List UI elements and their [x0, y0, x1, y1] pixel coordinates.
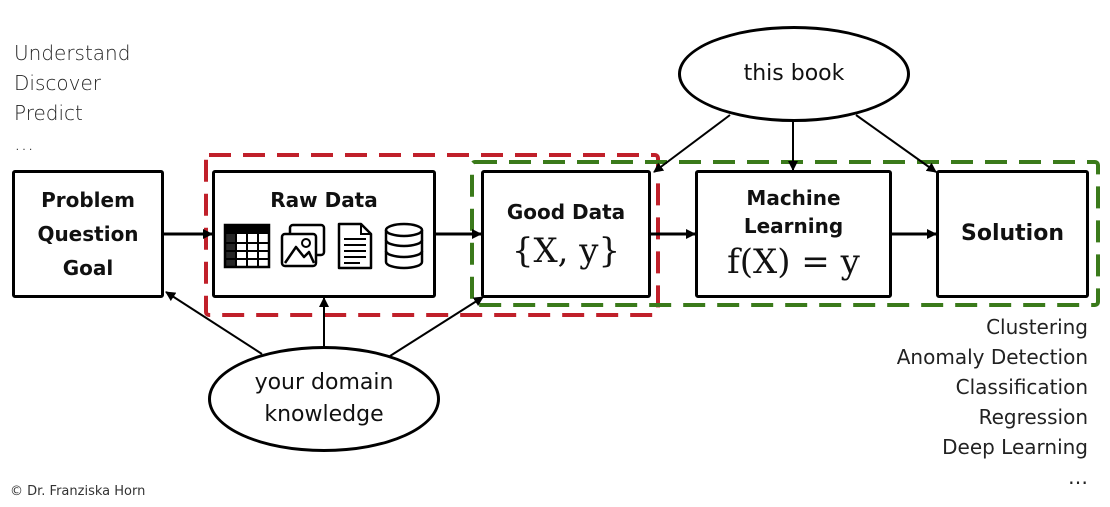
- methods-list: Clustering Anomaly Detection Classificat…: [897, 312, 1088, 492]
- arrow-domain-to-problem: [165, 291, 263, 355]
- machine-label: Machine: [746, 186, 841, 210]
- problem-label: Problem: [41, 188, 135, 212]
- method-item: …: [1068, 465, 1088, 489]
- arrow-domain-to-good: [389, 296, 484, 357]
- method-item: Deep Learning: [942, 435, 1088, 459]
- method-item: Anomaly Detection: [896, 345, 1088, 369]
- goal-item: Understand: [14, 41, 131, 65]
- this-book-label: this book: [743, 61, 845, 86]
- domain-line-2: knowledge: [264, 402, 384, 427]
- arrow-book-to-solution: [855, 114, 937, 173]
- goal-item: Predict: [14, 101, 83, 125]
- table-icon: [223, 223, 271, 269]
- method-item: Classification: [955, 375, 1088, 399]
- domain-line-1: your domain: [254, 370, 394, 395]
- solution-label: Solution: [961, 221, 1064, 246]
- arrow-book-to-good: [653, 114, 731, 173]
- method-item: Clustering: [986, 315, 1088, 339]
- method-item: Regression: [978, 405, 1088, 429]
- raw-data-box: Raw Data: [212, 170, 436, 298]
- good-data-formula: {X, y}: [511, 231, 621, 271]
- good-data-label: Good Data: [506, 200, 626, 224]
- goal-item: …: [14, 131, 34, 155]
- good-data-region: [470, 160, 1100, 307]
- question-label: Question: [37, 222, 139, 246]
- solution-box: Solution: [936, 170, 1089, 298]
- good-data-box: Good Data {X, y}: [481, 170, 651, 298]
- goal-label: Goal: [62, 256, 114, 280]
- goal-item: Discover: [14, 71, 101, 95]
- this-book-ellipse: this book: [678, 26, 910, 122]
- ml-formula: f(X) = y: [727, 242, 860, 282]
- raw-data-label: Raw Data: [270, 188, 378, 212]
- learning-label: Learning: [743, 214, 844, 238]
- copyright-credit: © Dr. Franziska Horn: [10, 484, 146, 499]
- problem-box: Problem Question Goal: [12, 170, 164, 298]
- database-icon: [384, 222, 424, 270]
- images-icon: [280, 223, 326, 268]
- raw-data-icons: [222, 221, 426, 271]
- goals-list: Understand Discover Predict …: [14, 38, 130, 158]
- domain-knowledge-ellipse: your domain knowledge: [208, 346, 440, 452]
- document-icon: [337, 222, 373, 270]
- machine-learning-box: Machine Learning f(X) = y: [695, 170, 892, 298]
